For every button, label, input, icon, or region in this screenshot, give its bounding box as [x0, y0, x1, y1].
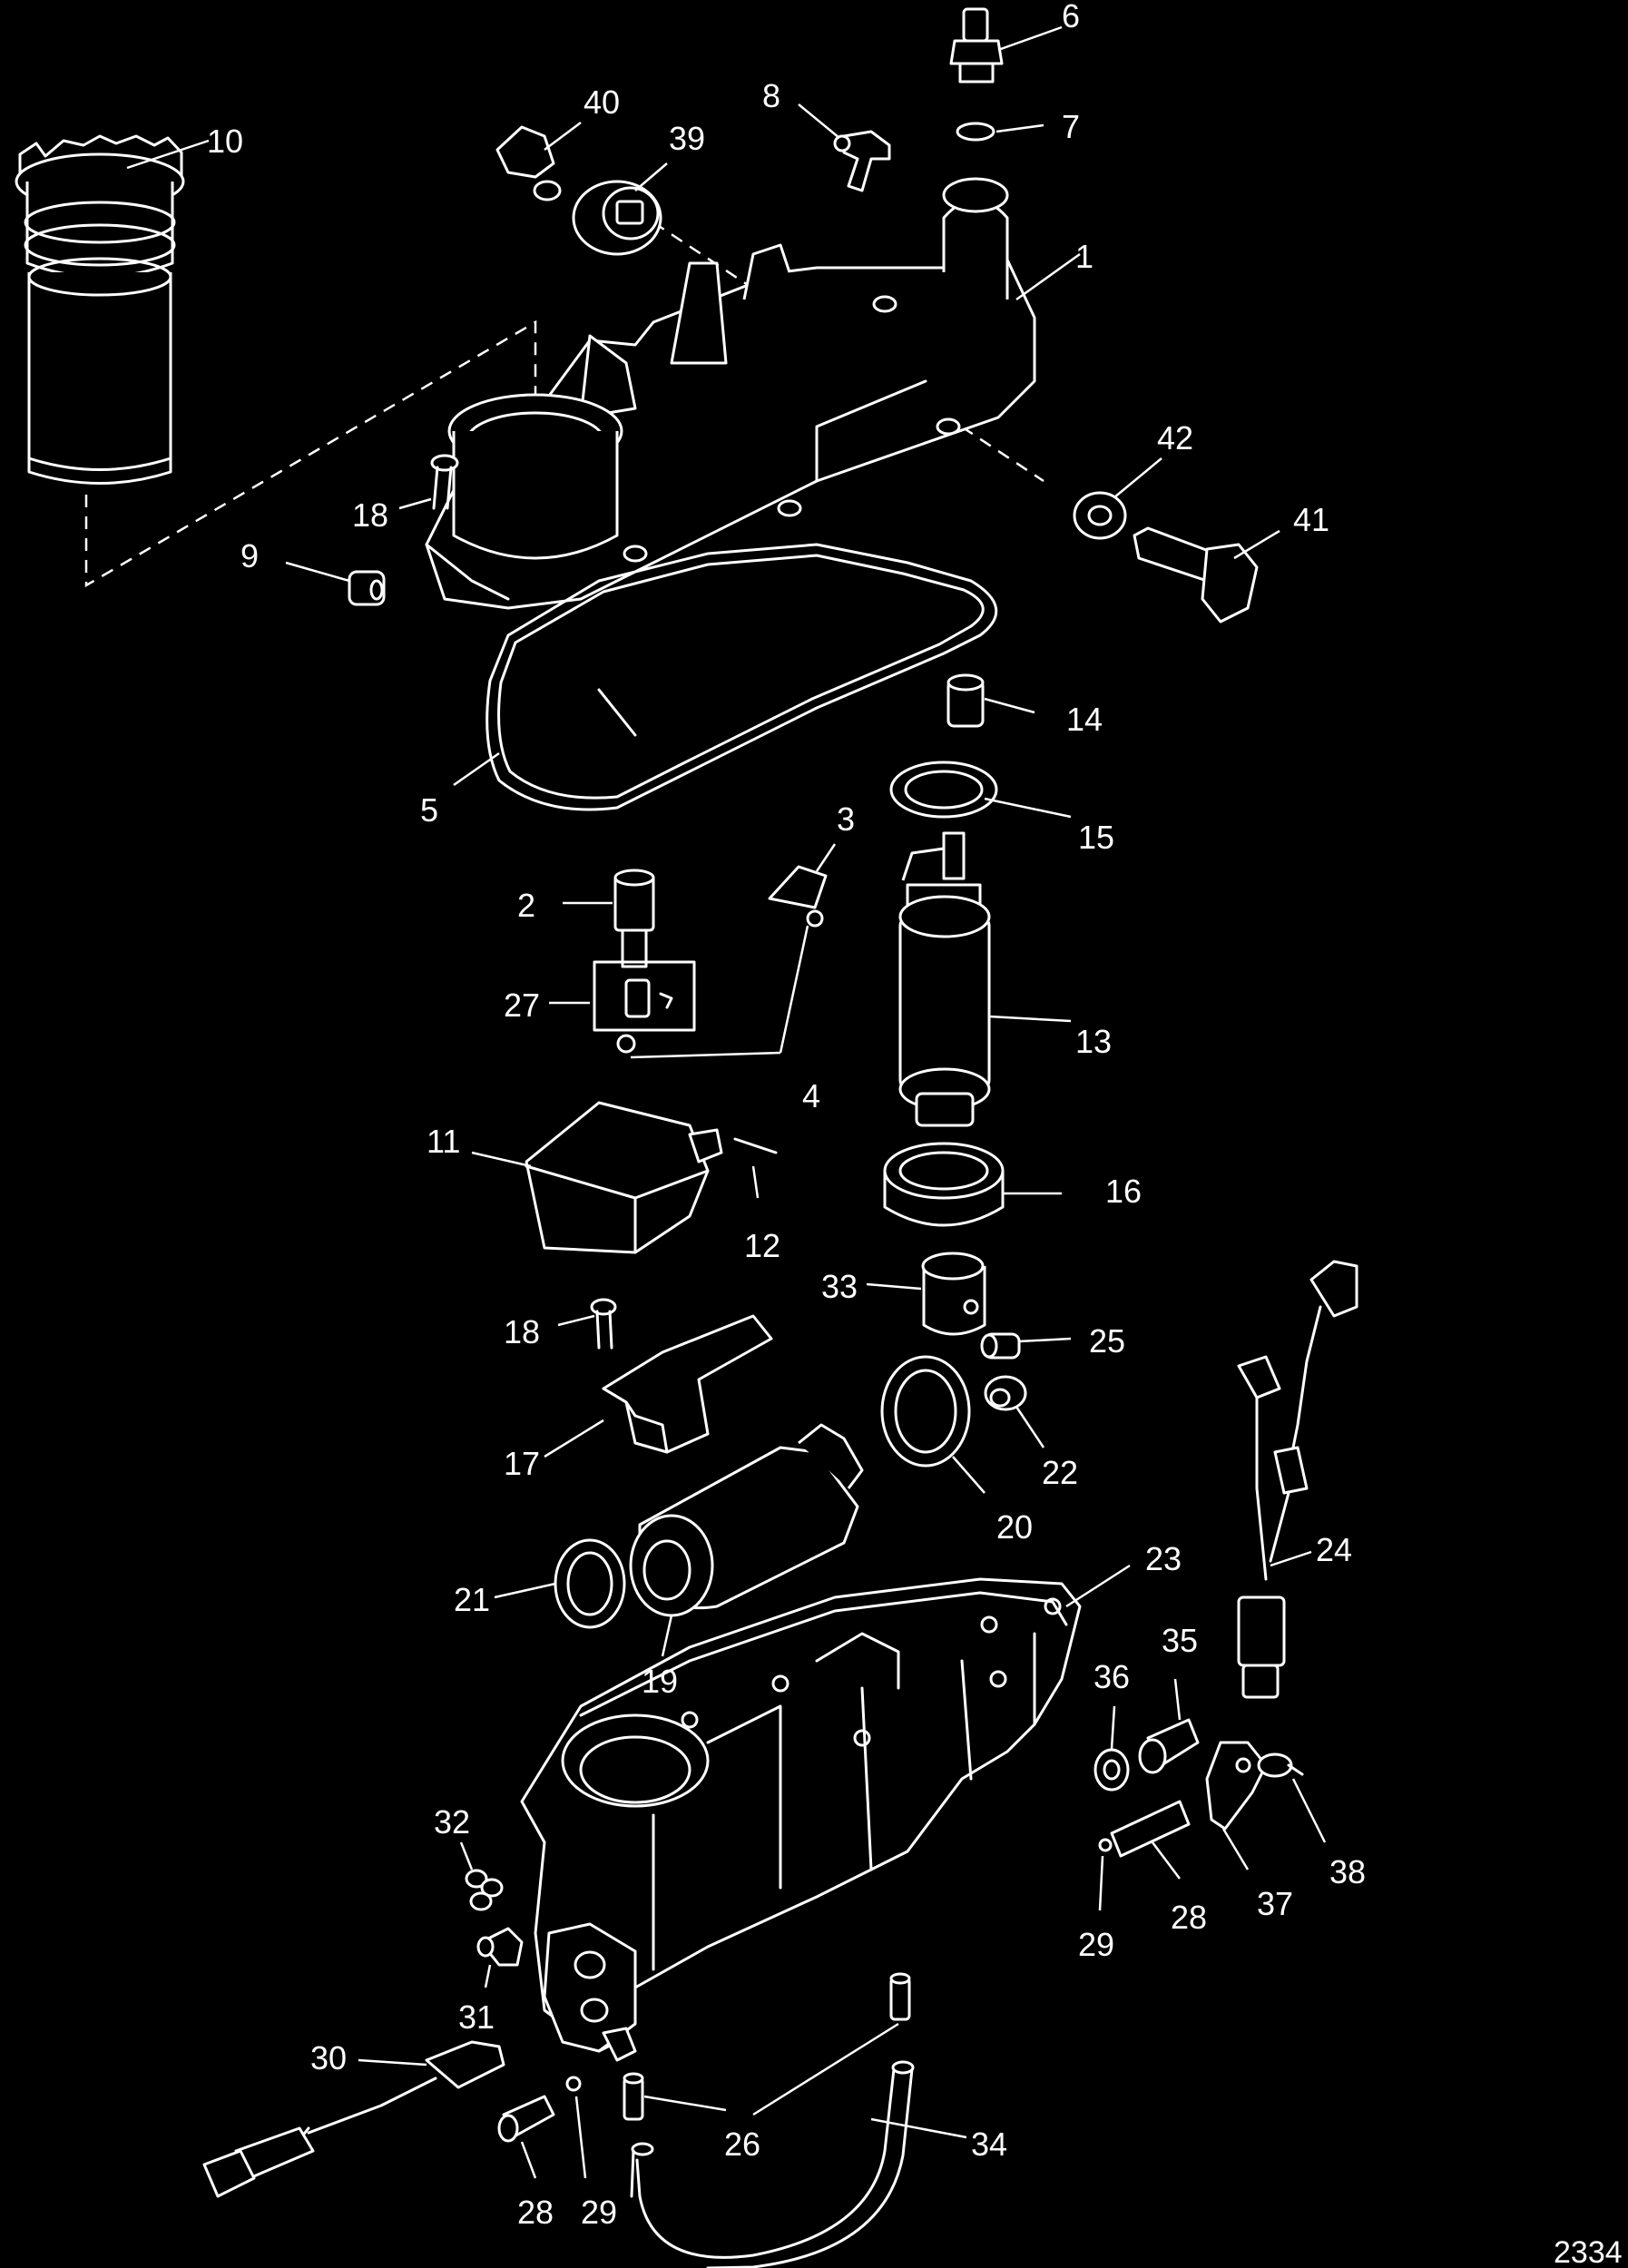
label-9: 9: [240, 537, 259, 574]
label-13: 13: [1075, 1023, 1112, 1060]
label-38: 38: [1329, 1853, 1366, 1890]
part-3-clip: [768, 865, 828, 928]
label-35: 35: [1162, 1622, 1198, 1659]
label-14: 14: [1066, 701, 1103, 738]
label-32: 32: [434, 1803, 470, 1841]
label-19: 19: [642, 1663, 678, 1700]
part-21-seal-ring: [554, 1538, 626, 1629]
label-24: 24: [1316, 1531, 1352, 1568]
part-35-fitting: [1138, 1718, 1200, 1774]
label-30: 30: [310, 2039, 347, 2077]
part-1-upper-housing: [425, 177, 1036, 610]
label-1: 1: [1075, 238, 1094, 275]
part-27-kit: [593, 960, 696, 1054]
part-20-seal-ring: [880, 1355, 971, 1468]
part-9-nut: [348, 570, 386, 606]
part-18-screw-upper: [430, 454, 459, 510]
part-38-screw: [1257, 1753, 1304, 1778]
label-23: 23: [1145, 1540, 1182, 1577]
label-16: 16: [1105, 1173, 1142, 1210]
label-33: 33: [821, 1268, 858, 1305]
label-28-right: 28: [1171, 1899, 1207, 1936]
label-2: 2: [517, 887, 535, 924]
label-18-middle: 18: [504, 1313, 540, 1350]
label-7: 7: [1062, 108, 1080, 145]
label-6: 6: [1062, 0, 1080, 34]
label-36: 36: [1094, 1658, 1130, 1695]
part-16-ring: [883, 1142, 1005, 1227]
part-32-clips: [465, 1869, 504, 1911]
part-31-elbow: [476, 1927, 524, 1967]
label-28-lower: 28: [517, 2194, 554, 2231]
label-12: 12: [744, 1227, 780, 1264]
part-37-clamp-plate: [1205, 1741, 1268, 1831]
part-8-elbow-fitting: [833, 130, 891, 192]
label-40: 40: [584, 83, 620, 121]
label-34: 34: [971, 2126, 1007, 2163]
label-29-lower: 29: [581, 2194, 617, 2231]
part-28-valve-lower: [497, 2095, 555, 2143]
label-3: 3: [837, 800, 855, 838]
label-10: 10: [207, 123, 243, 160]
part-5-gasket: [485, 543, 998, 811]
label-22: 22: [1042, 1454, 1078, 1491]
part-15-seal-ring: [889, 761, 998, 819]
part-7-o-ring: [956, 122, 995, 142]
label-41: 41: [1293, 501, 1329, 538]
part-10-filter-cap: [15, 134, 185, 485]
part-2-sleeve: [613, 869, 655, 968]
label-39: 39: [669, 120, 705, 157]
label-27: 27: [504, 987, 540, 1024]
part-18-screw-middle: [590, 1298, 617, 1350]
part-22-fitting: [984, 1375, 1027, 1411]
part-40-plug: [495, 125, 562, 201]
label-37: 37: [1257, 1885, 1293, 1922]
part-19-pump: [629, 1423, 864, 1617]
label-11: 11: [427, 1123, 460, 1160]
part-23-lower-housing: [520, 1577, 1082, 2062]
part-11-module: [525, 1101, 723, 1254]
part-39-grommet: [572, 180, 662, 256]
part-24-harness: [1237, 1260, 1358, 1699]
part-13-fuel-pump: [898, 831, 991, 1127]
label-31: 31: [458, 1998, 495, 2036]
label-42: 42: [1157, 419, 1193, 457]
label-5: 5: [420, 791, 438, 829]
part-14-spacer: [946, 673, 985, 728]
figure-code: 2334: [1554, 2235, 1623, 2268]
label-15: 15: [1078, 819, 1114, 856]
label-26: 26: [724, 2126, 760, 2163]
part-42-washer: [1073, 491, 1127, 540]
label-20: 20: [996, 1508, 1033, 1546]
part-12-pin: [733, 1137, 778, 1154]
label-18-upper: 18: [352, 496, 388, 534]
part-30-sensor: [202, 2040, 505, 2198]
part-36-o-ring: [1094, 1748, 1130, 1792]
part-17-bracket: [602, 1314, 773, 1454]
label-29-right: 29: [1078, 1926, 1114, 1963]
part-29-ball-right: [1098, 1838, 1113, 1852]
part-6-fitting: [949, 7, 1004, 83]
part-33-cup: [921, 1252, 986, 1336]
part-29-ball-lower: [565, 2076, 582, 2092]
part-28-valve-right: [1110, 1800, 1191, 1858]
part-34-hose: [630, 2060, 915, 2268]
label-25: 25: [1089, 1322, 1125, 1360]
label-8: 8: [762, 77, 780, 114]
label-4: 4: [802, 1077, 820, 1114]
label-21: 21: [454, 1581, 490, 1618]
part-25-plug: [980, 1332, 1021, 1360]
part-26-fittings: [623, 1972, 911, 2121]
part-41-bolt: [1133, 526, 1259, 623]
part-labels: 1 2 3 4 5 6 7 8 9 10 11 12 13 14 15 16 1…: [207, 0, 1366, 2231]
label-17: 17: [504, 1445, 540, 1482]
